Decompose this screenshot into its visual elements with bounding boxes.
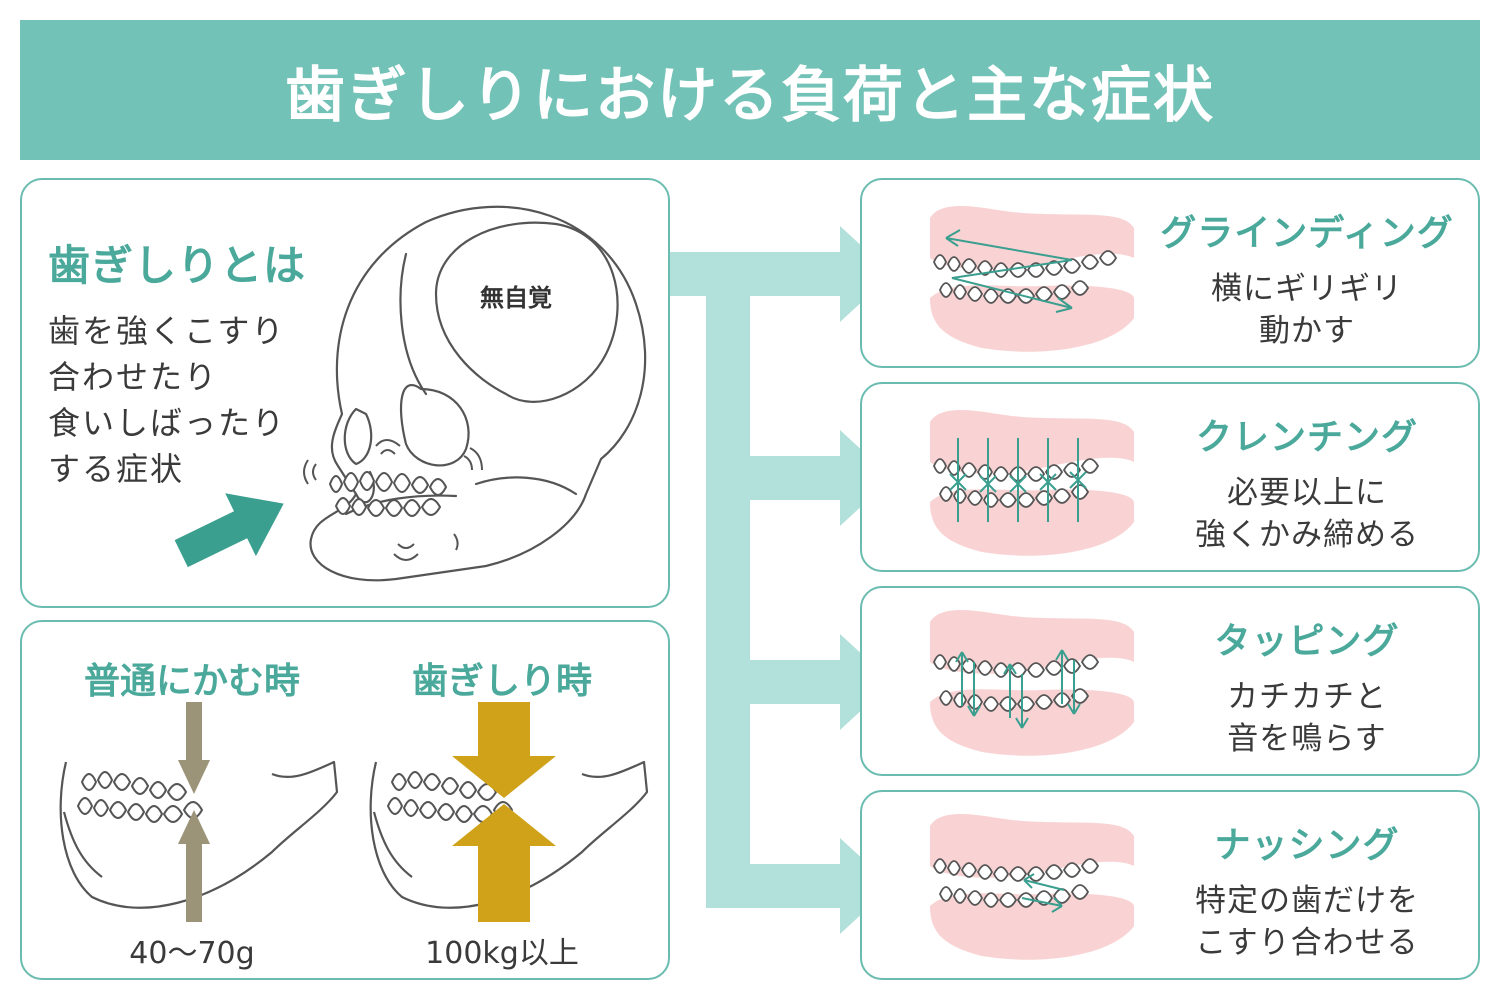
normal-jaw-illustration [59,702,339,922]
gnashing-teeth-illustration [930,813,1134,960]
normal-bite-value: 40〜70g [129,936,255,971]
tapping-teeth-illustration [930,609,1134,756]
type-desc-line: カチカチと [1227,679,1387,715]
card-tapping: タッピング カチカチと 音を鳴らす [860,586,1480,776]
skull-illustration: 無自覚 [303,205,647,582]
type-name-grinding: グラインディング [1160,213,1454,254]
about-desc-line: 食いしばったり [48,404,287,442]
card-gnashing: ナッシング 特定の歯だけを こすり合わせる [860,790,1480,980]
card-grinding: グラインディング 横にギリギリ 動かす [860,178,1480,368]
type-desc-line: 横にギリギリ [1211,271,1403,307]
type-desc-line: 動かす [1259,313,1355,349]
type-desc-line: 音を鳴らす [1227,721,1387,757]
type-name-tapping: タッピング [1214,621,1400,662]
header-banner: 歯ぎしりにおける負荷と主な症状 [20,20,1480,160]
bruxism-bite-value: 100kg以上 [425,936,579,971]
type-desc-line: 特定の歯だけを [1195,883,1419,919]
force-panel: 普通にかむ時 歯ぎしり時 40〜70g [20,620,670,980]
type-desc-line: こすり合わせる [1195,925,1419,961]
grinding-teeth-illustration [930,205,1134,352]
skull-label: 無自覚 [480,284,552,312]
about-description: 歯を強くこすり 合わせたり 食いしばったり する症状 [48,308,286,492]
connector-trunk-vertical [706,252,750,908]
about-panel: 歯ぎしりとは 歯を強くこすり 合わせたり 食いしばったり する症状 [20,178,670,608]
bruxism-bite-title: 歯ぎしり時 [411,661,592,702]
type-desc-line: 必要以上に [1227,475,1387,511]
type-desc-grinding: 横にギリギリ 動かす [1132,268,1482,352]
type-name-gnashing: ナッシング [1214,825,1400,866]
bruxism-jaw-illustration [369,702,649,922]
type-desc-gnashing: 特定の歯だけを こすり合わせる [1132,880,1482,964]
about-title: 歯ぎしりとは [48,241,307,290]
type-desc-tapping: カチカチと 音を鳴らす [1132,676,1482,760]
card-clenching: クレンチング 必要以上に 強くかみ締める [860,382,1480,572]
type-desc-clenching: 必要以上に 強くかみ締める [1132,472,1482,556]
type-desc-line: 強くかみ締める [1195,517,1419,553]
about-desc-line: 合わせたり [48,358,219,396]
pointer-arrow-icon [174,493,284,568]
page-title: 歯ぎしりにおける負荷と主な症状 [285,60,1215,131]
about-desc-line: 歯を強くこすり [48,312,286,350]
type-name-clenching: クレンチング [1195,417,1418,458]
normal-bite-title: 普通にかむ時 [83,661,300,702]
clenching-teeth-illustration [930,409,1134,556]
about-desc-line: する症状 [48,450,185,488]
